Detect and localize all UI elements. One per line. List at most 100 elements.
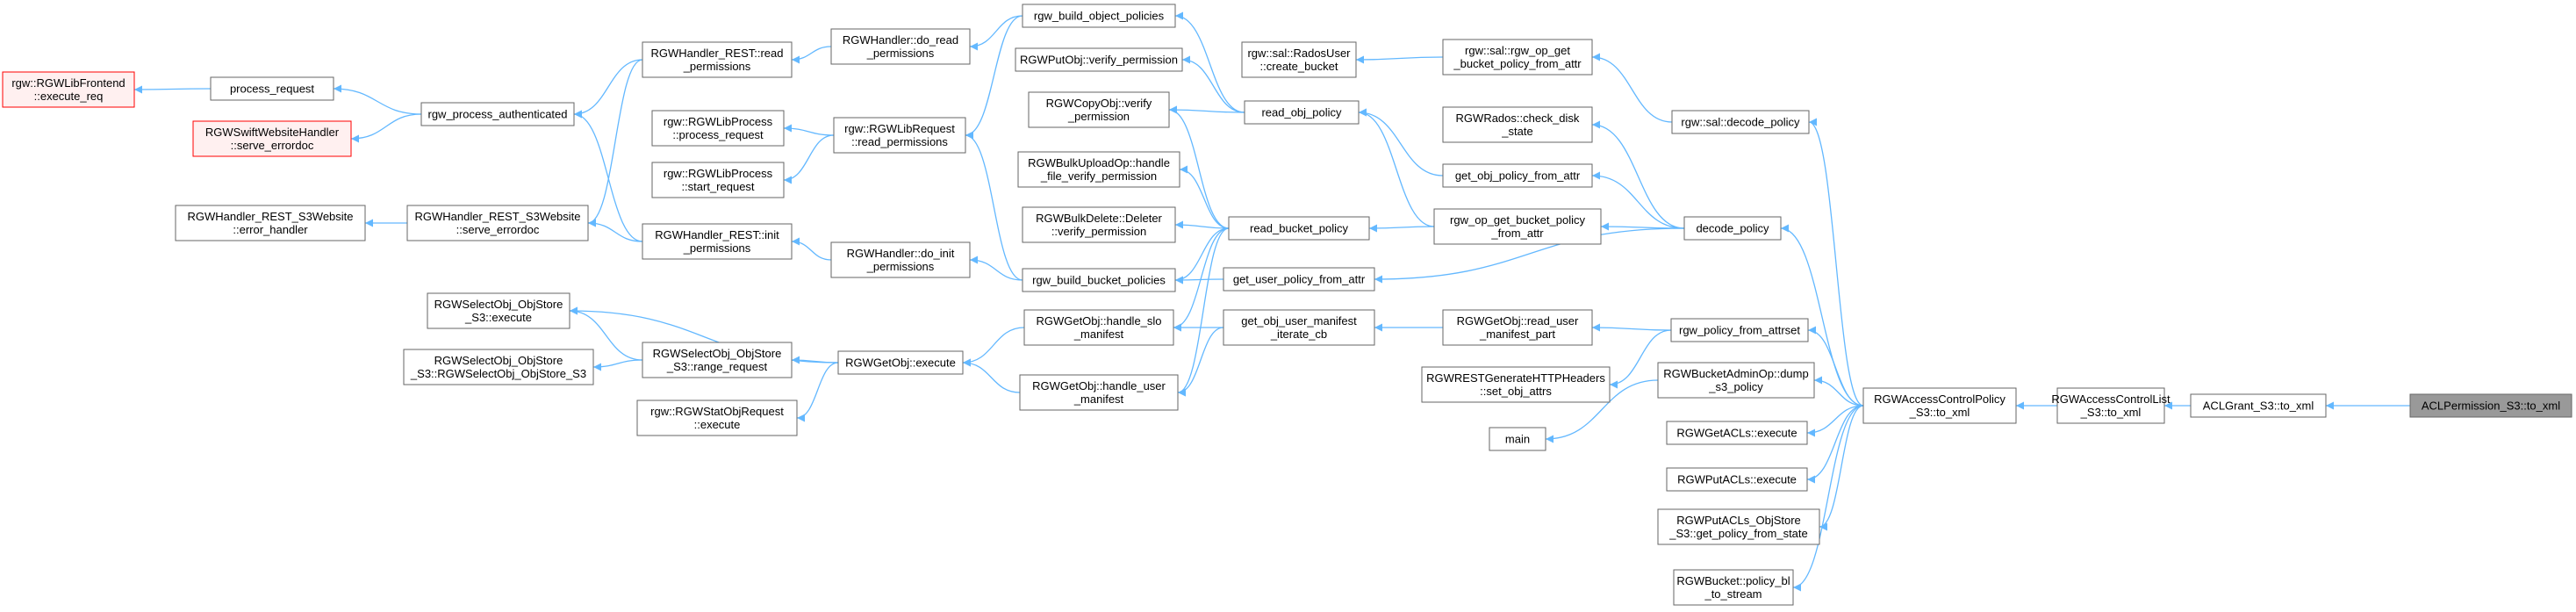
graph-node-n43[interactable]: rgw_process_authenticated — [420, 102, 575, 126]
graph-edge — [1808, 118, 1864, 407]
node-label: RGWSwiftWebsiteHandler — [205, 126, 340, 139]
node-label: ::process_request — [672, 128, 764, 141]
node-box — [192, 120, 352, 157]
graph-node-n20[interactable]: rgw::sal::RadosUser::create_bucket — [1241, 41, 1357, 78]
graph-node-n05[interactable]: rgw::sal::decode_policy — [1671, 110, 1810, 134]
graph-node-n34[interactable]: rgw::RGWLibRequest::read_permissions — [833, 117, 966, 154]
graph-edge — [1179, 165, 1230, 229]
graph-edge — [1609, 329, 1672, 389]
graph-node-n16[interactable]: rgw_op_get_bucket_policy_from_attr — [1433, 208, 1602, 245]
graph-node-n13[interactable]: rgw::sal::rgw_op_get_bucket_policy_from_… — [1442, 39, 1593, 76]
node-label: _manifest — [1073, 328, 1124, 341]
graph-node-n35[interactable]: RGWHandler::do_init_permissions — [830, 241, 971, 278]
graph-node-n24[interactable]: get_obj_user_manifest_iterate_cb — [1223, 309, 1375, 346]
graph-node-n22[interactable]: read_bucket_policy — [1228, 216, 1370, 241]
node-label: ::set_obj_attrs — [1480, 385, 1552, 398]
graph-edge — [1174, 220, 1230, 229]
graph-node-n08[interactable]: RGWBucketAdminOp::dump_s3_policy — [1657, 362, 1815, 399]
node-label: RGWBucket::policy_bl — [1676, 574, 1790, 587]
graph-node-n19[interactable]: main — [1489, 427, 1546, 451]
graph-node-n32[interactable]: RGWGetObj::handle_user_manifest — [1019, 374, 1179, 411]
node-label: ::serve_errordoc — [456, 223, 540, 236]
graph-node-n37[interactable]: RGWHandler_REST::read_permissions — [642, 41, 793, 78]
graph-node-n40[interactable]: RGWHandler_REST::init_permissions — [642, 223, 793, 260]
node-label: ACLGrant_S3::to_xml — [2203, 400, 2314, 413]
graph-edge — [1174, 11, 1245, 113]
graph-node-n23[interactable]: get_user_policy_from_attr — [1223, 267, 1375, 292]
graph-node-n47[interactable]: process_request — [210, 76, 334, 101]
node-label: RGWAccessControlPolicy — [1874, 392, 2006, 406]
graph-node-n10[interactable]: RGWPutACLs::execute — [1666, 467, 1808, 492]
graph-edge — [965, 15, 1023, 140]
graph-node-n28[interactable]: RGWBulkUploadOp::handle_file_verify_perm… — [1017, 151, 1180, 188]
graph-node-n46[interactable]: RGWSelectObj_ObjStore_S3::RGWSelectObj_O… — [403, 349, 594, 385]
graph-node-n07[interactable]: rgw_policy_from_attrset — [1670, 318, 1809, 342]
graph-node-n44[interactable]: RGWHandler_REST_S3Website::serve_errordo… — [406, 205, 589, 241]
graph-node-n48[interactable]: RGWSwiftWebsiteHandler::serve_errordoc — [192, 120, 352, 157]
graph-edge — [965, 131, 1023, 281]
node-label: RGWGetObj::read_user — [1457, 314, 1579, 328]
graph-node-n04[interactable]: RGWAccessControlPolicy_S3::to_xml — [1862, 387, 2017, 424]
graph-edge — [783, 124, 835, 136]
graph-node-n01[interactable]: ACLPermission_S3::to_xml — [2409, 393, 2572, 418]
graph-edge — [1374, 227, 1685, 284]
node-label: RGWPutACLs::execute — [1677, 473, 1797, 486]
graph-node-n27[interactable]: RGWCopyObj::verify_permission — [1028, 91, 1170, 128]
graph-node-n36[interactable]: RGWGetObj::execute — [837, 350, 964, 375]
graph-node-n09[interactable]: RGWGetACLs::execute — [1666, 421, 1808, 445]
node-label: _S3::to_xml — [2080, 406, 2142, 419]
edge-layer — [133, 11, 2410, 592]
graph-node-n45[interactable]: RGWSelectObj_ObjStore_S3::execute — [427, 292, 570, 329]
node-box — [1666, 467, 1808, 492]
graph-node-n30[interactable]: rgw_build_bucket_policies — [1022, 268, 1176, 292]
graph-node-n15[interactable]: get_obj_policy_from_attr — [1442, 163, 1593, 188]
node-label: RGWBulkDelete::Deleter — [1036, 212, 1162, 225]
node-label: RGWPutObj::verify_permission — [1020, 54, 1178, 67]
node-box — [175, 205, 366, 241]
node-box — [1022, 268, 1176, 292]
node-box — [1421, 366, 1611, 403]
node-label: _S3::to_xml — [1909, 406, 1970, 419]
graph-node-n49[interactable]: RGWHandler_REST_S3Website::error_handler — [175, 205, 366, 241]
graph-node-n38[interactable]: rgw::RGWLibProcess::process_request — [651, 110, 785, 147]
graph-edge — [962, 358, 1021, 393]
graph-node-n12[interactable]: RGWBucket::policy_bl_to_stream — [1673, 569, 1794, 606]
graph-node-n50[interactable]: rgw::RGWLibFrontend::execute_req — [2, 71, 135, 108]
graph-node-n21[interactable]: read_obj_policy — [1244, 100, 1360, 125]
node-label: RGWSelectObj_ObjStore — [434, 298, 563, 311]
graph-node-n41[interactable]: RGWSelectObj_ObjStore_S3::range_request — [642, 342, 793, 378]
node-label: _permissions — [866, 47, 935, 60]
node-layer: ACLPermission_S3::to_xml ACLGrant_S3::to_… — [2, 4, 2572, 606]
node-box — [1022, 4, 1176, 28]
graph-node-n39[interactable]: rgw::RGWLibProcess::start_request — [651, 162, 785, 198]
node-label: RGWBulkUploadOp::handle — [1028, 156, 1170, 169]
graph-node-n03[interactable]: RGWAccessControlList_S3::to_xml — [2051, 387, 2171, 424]
graph-node-n06[interactable]: decode_policy — [1683, 216, 1782, 241]
node-label: rgw::RGWLibProcess — [664, 115, 773, 128]
graph-node-n17[interactable]: RGWGetObj::read_user_manifest_part — [1442, 309, 1593, 346]
graph-node-n25[interactable]: rgw_build_object_policies — [1022, 4, 1176, 28]
node-label: _S3::execute — [464, 311, 532, 324]
node-label: RGWHandler_REST_S3Website — [187, 210, 353, 223]
node-box — [1228, 216, 1370, 241]
graph-node-n33[interactable]: RGWHandler::do_read_permissions — [830, 28, 971, 65]
node-box — [2, 71, 135, 108]
graph-node-n42[interactable]: rgw::RGWStatObjRequest::execute — [636, 400, 798, 436]
graph-node-n02[interactable]: ACLGrant_S3::to_xml — [2190, 393, 2327, 418]
node-box — [1442, 163, 1593, 188]
graph-node-n18[interactable]: RGWRESTGenerateHTTPHeaders::set_obj_attr… — [1421, 366, 1611, 403]
node-label: get_obj_user_manifest — [1241, 314, 1357, 328]
graph-node-n26[interactable]: RGWPutObj::verify_permission — [1015, 47, 1183, 72]
graph-node-n31[interactable]: RGWGetObj::handle_slo_manifest — [1023, 309, 1174, 346]
graph-edge — [1181, 55, 1245, 113]
node-label: read_bucket_policy — [1250, 222, 1349, 235]
graph-edge — [587, 59, 643, 227]
node-label: _bucket_policy_from_attr — [1453, 57, 1582, 70]
graph-node-n14[interactable]: RGWRados::check_disk_state — [1442, 106, 1593, 143]
node-box — [1019, 374, 1179, 411]
graph-node-n11[interactable]: RGWPutACLs_ObjStore_S3::get_policy_from_… — [1657, 508, 1820, 545]
graph-edge — [1807, 326, 1864, 407]
node-box — [1223, 267, 1375, 292]
graph-node-n29[interactable]: RGWBulkDelete::Deleter::verify_permissio… — [1022, 206, 1176, 243]
node-label: RGWHandler::do_init — [847, 247, 955, 260]
